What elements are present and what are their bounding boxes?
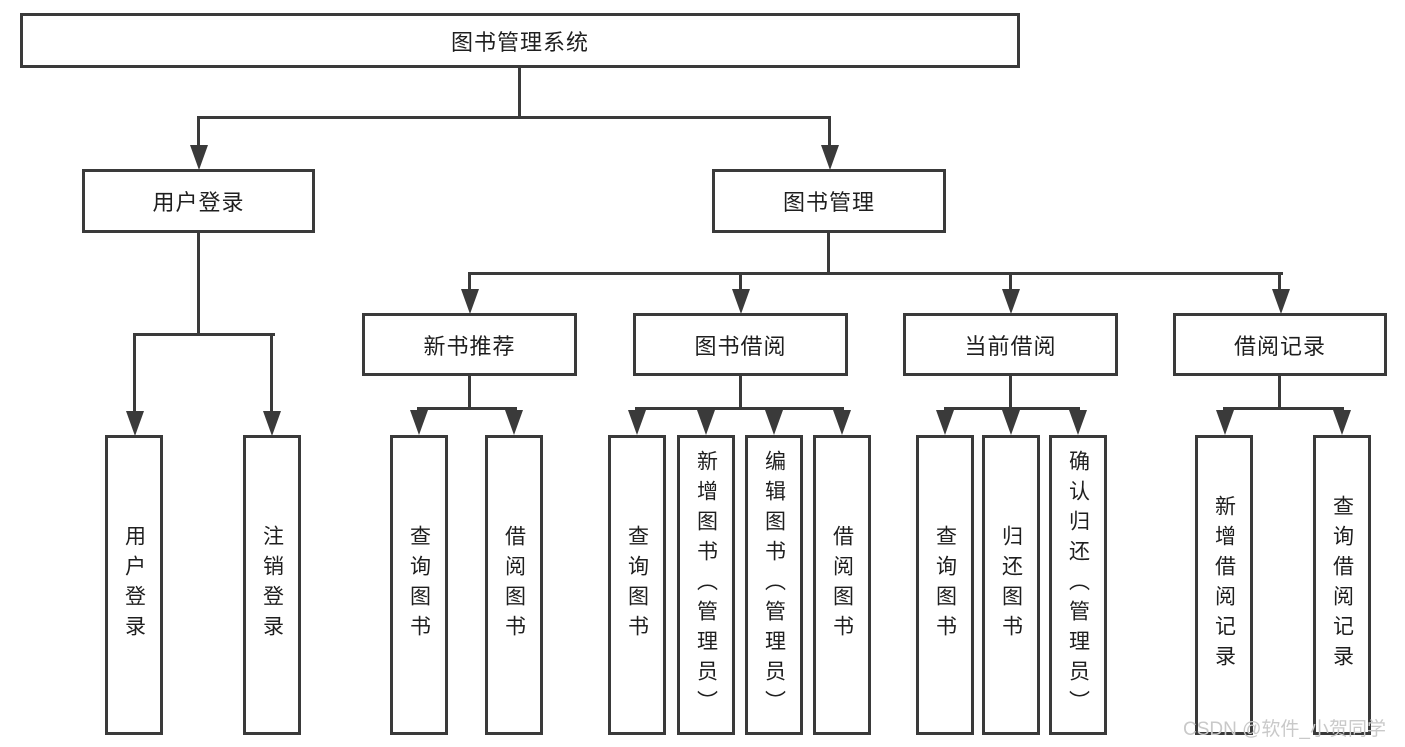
leaf-label: 查询图书 <box>933 525 957 645</box>
leaf-confirm-return-admin: 确认归还（管理员） <box>1049 435 1107 735</box>
leaf-logout: 注销登录 <box>243 435 301 735</box>
connector-line <box>468 272 471 291</box>
leaf-label: 新增图书（管理员） <box>694 450 718 720</box>
arrow-down-icon <box>628 410 646 435</box>
leaf-borrow-books-recommend: 借阅图书 <box>485 435 543 735</box>
leaf-edit-books-admin: 编辑图书（管理员） <box>745 435 803 735</box>
node-borrow-records: 借阅记录 <box>1173 313 1387 376</box>
leaf-query-books-current: 查询图书 <box>916 435 974 735</box>
leaf-label: 确认归还（管理员） <box>1066 450 1090 720</box>
leaf-label: 借阅图书 <box>502 525 526 645</box>
arrow-down-icon <box>1002 289 1020 314</box>
connector-line <box>518 68 521 119</box>
leaf-label: 用户登录 <box>122 525 146 645</box>
connector-line <box>133 333 275 336</box>
leaf-add-borrow-record: 新增借阅记录 <box>1195 435 1253 735</box>
arrow-down-icon <box>263 411 281 436</box>
connector-line <box>197 116 200 147</box>
arrow-down-icon <box>1002 410 1020 435</box>
node-book-management: 图书管理 <box>712 169 946 233</box>
connector-line <box>828 116 831 147</box>
leaf-user-login: 用户登录 <box>105 435 163 735</box>
connector-line <box>469 272 1283 275</box>
leaf-query-borrow-record: 查询借阅记录 <box>1313 435 1371 735</box>
connector-line <box>739 376 742 409</box>
arrow-down-icon <box>461 289 479 314</box>
leaf-label: 新增借阅记录 <box>1212 495 1236 675</box>
connector-line <box>739 272 742 291</box>
node-book-borrow: 图书借阅 <box>633 313 848 376</box>
connector-line <box>635 407 844 410</box>
arrow-down-icon <box>505 410 523 435</box>
connector-line <box>1223 407 1344 410</box>
arrow-down-icon <box>190 145 208 170</box>
arrow-down-icon <box>765 410 783 435</box>
connector-line <box>827 233 830 275</box>
arrow-down-icon <box>1272 289 1290 314</box>
connector-line <box>1009 376 1012 409</box>
arrow-down-icon <box>821 145 839 170</box>
connector-line <box>468 376 471 409</box>
csdn-watermark: CSDN @软件_小贺同学 <box>1183 719 1386 740</box>
leaf-return-books: 归还图书 <box>982 435 1040 735</box>
leaf-query-books-recommend: 查询图书 <box>390 435 448 735</box>
arrow-down-icon <box>833 410 851 435</box>
node-library-system: 图书管理系统 <box>20 13 1020 68</box>
leaf-label: 查询图书 <box>407 525 431 645</box>
arrow-down-icon <box>1069 410 1087 435</box>
leaf-query-books-borrow: 查询图书 <box>608 435 666 735</box>
connector-line <box>1278 272 1281 291</box>
node-current-borrow: 当前借阅 <box>903 313 1118 376</box>
connector-line <box>197 116 831 119</box>
connector-line <box>944 407 1080 410</box>
arrow-down-icon <box>1333 410 1351 435</box>
leaf-label: 编辑图书（管理员） <box>762 450 786 720</box>
arrow-down-icon <box>126 411 144 436</box>
arrow-down-icon <box>936 410 954 435</box>
arrow-down-icon <box>410 410 428 435</box>
node-user-login: 用户登录 <box>82 169 315 233</box>
leaf-label: 查询借阅记录 <box>1330 495 1354 675</box>
connector-line <box>197 233 200 336</box>
leaf-borrow-books: 借阅图书 <box>813 435 871 735</box>
arrow-down-icon <box>697 410 715 435</box>
leaf-add-books-admin: 新增图书（管理员） <box>677 435 735 735</box>
arrow-down-icon <box>732 289 750 314</box>
connector-line <box>1278 376 1281 409</box>
leaf-label: 借阅图书 <box>830 525 854 645</box>
connector-line <box>270 333 273 413</box>
connector-line <box>133 333 136 413</box>
arrow-down-icon <box>1216 410 1234 435</box>
leaf-label: 注销登录 <box>260 525 284 645</box>
leaf-label: 归还图书 <box>999 525 1023 645</box>
node-new-book-recommend: 新书推荐 <box>362 313 577 376</box>
leaf-label: 查询图书 <box>625 525 649 645</box>
connector-line <box>1009 272 1012 291</box>
connector-line <box>417 407 517 410</box>
